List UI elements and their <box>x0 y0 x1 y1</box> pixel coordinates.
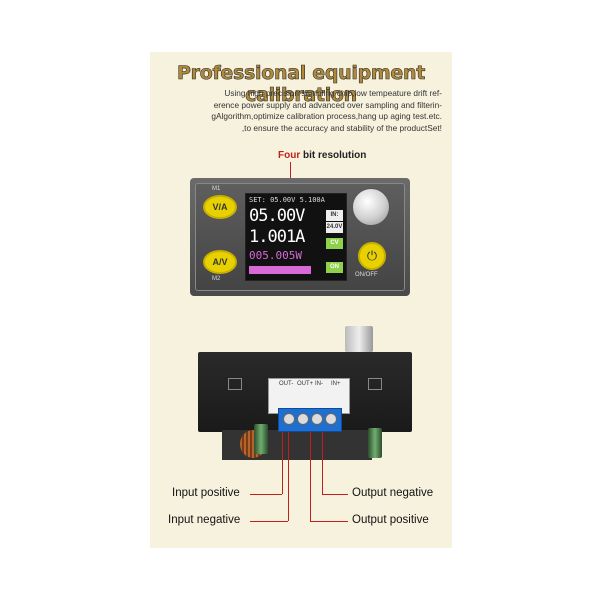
lead-line <box>322 494 348 495</box>
mounting-slot <box>368 378 382 390</box>
input-voltage-tag: 24.0V <box>326 222 343 233</box>
m2-label: M2 <box>212 276 221 282</box>
terminal-screw <box>311 413 323 425</box>
callout-output-negative: Output negative <box>352 487 434 499</box>
lcd-screen: SET: 05.00V 5.100A 05.00V 1.001A 005.005… <box>245 193 347 281</box>
lead-line <box>310 521 348 522</box>
terminal-screw <box>283 413 295 425</box>
lead-line <box>282 432 283 494</box>
capacitor <box>368 428 382 458</box>
mounting-slot <box>228 378 242 390</box>
lead-line <box>322 432 323 494</box>
product-panel: Professional equipment calibration Using… <box>150 52 452 548</box>
terminal-label: IN+ <box>331 381 341 387</box>
callout-input-negative: Input negative <box>168 514 241 526</box>
input-tag: IN: <box>326 210 343 221</box>
m1-label: M1 <box>212 186 221 192</box>
power-supply-front: M1 V/A A/V M2 SET: 05.00V 5.100A 05.00V … <box>190 178 410 296</box>
resolution-label: Four bit resolution <box>278 150 366 161</box>
description-line: erence power supply and advanced over sa… <box>213 99 442 110</box>
current-readout: 1.001A <box>249 227 305 247</box>
terminal-screw <box>297 413 309 425</box>
headline: Professional equipment calibration <box>177 62 426 107</box>
av-button[interactable]: A/V <box>203 250 237 274</box>
description-line: Using high precision sampling chip,low t… <box>224 88 442 98</box>
screw-terminal-block <box>278 408 342 432</box>
terminal-screw <box>325 413 337 425</box>
lead-line <box>310 432 311 521</box>
lead-line <box>250 521 288 522</box>
encoder-shaft <box>345 326 373 352</box>
rotary-encoder-knob[interactable] <box>352 188 390 226</box>
va-button[interactable]: V/A <box>203 195 237 219</box>
cv-badge: CV <box>326 238 343 249</box>
status-bar <box>249 266 311 274</box>
callout-output-positive: Output positive <box>352 514 429 526</box>
description-line: gAlgorithm,optimize calibration process,… <box>211 111 442 121</box>
resolution-rest: bit resolution <box>300 150 367 161</box>
description-line: ,to ensure the accuracy and stability of… <box>241 122 442 133</box>
onoff-label: ON/OFF <box>355 272 378 278</box>
power-readout: 005.005W <box>249 249 302 262</box>
voltage-readout: 05.00V <box>249 206 305 226</box>
power-icon[interactable]: ⏻ <box>358 242 386 270</box>
lead-line <box>250 494 282 495</box>
description: Using high precision sampling chip,low t… <box>160 88 442 134</box>
capacitor <box>254 424 268 454</box>
on-badge: ON <box>326 262 343 273</box>
terminal-label: OUT- <box>279 381 294 387</box>
terminal-label: IN- <box>315 381 323 387</box>
callout-input-positive: Input positive <box>172 487 240 499</box>
terminal-label: OUT+ <box>297 381 314 387</box>
set-readout: SET: 05.00V 5.100A <box>249 196 325 204</box>
resolution-accent: Four <box>278 150 301 161</box>
lead-line <box>288 432 289 521</box>
